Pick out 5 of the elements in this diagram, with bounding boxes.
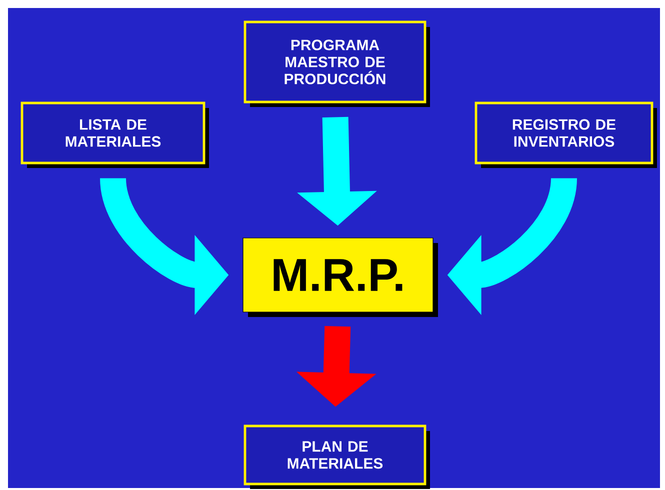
input-box: REGISTRO DE INVENTARIOS (474, 102, 657, 168)
input-box: PROGRAMA MAESTRO DE PRODUCCIÓN (244, 20, 430, 107)
input-box: LISTA DE MATERIALES (20, 102, 209, 168)
output-box: PLAN DE MATERIALES (244, 424, 430, 489)
mrp-box: M.R.P. (242, 238, 438, 317)
